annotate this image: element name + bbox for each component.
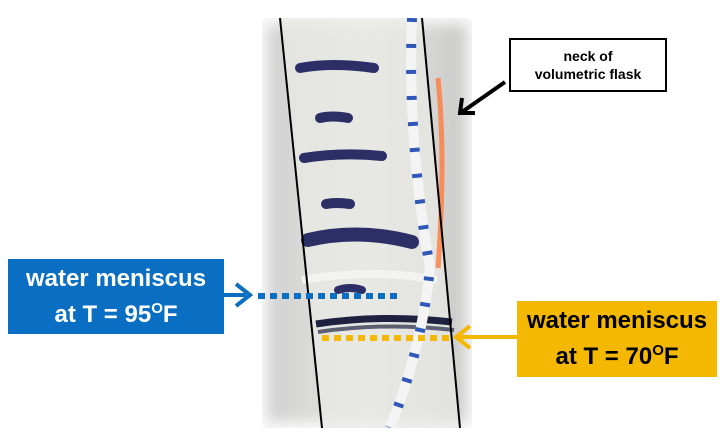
thermometer-wire: [385, 18, 436, 428]
flask-neck-photo: [262, 18, 472, 428]
degree-symbol: O: [652, 342, 664, 359]
unit-text: F: [663, 343, 679, 370]
callout-line-1: neck of: [563, 48, 613, 64]
neck-left-edge: [279, 18, 323, 428]
label-left-line-2: at T = 95OF: [54, 294, 177, 330]
label-left-line-1: water meniscus: [25, 264, 207, 292]
blue-arrowhead: [234, 282, 254, 308]
yellow-arrowhead: [452, 324, 472, 350]
label-right-line-1: water meniscus: [526, 307, 708, 334]
flask-neck-illustration: [279, 18, 461, 428]
graduation-mark: [334, 284, 366, 294]
meniscus-70f-label: water meniscus at T = 70OF: [517, 301, 717, 377]
degree-symbol: O: [151, 299, 163, 317]
orange-reflection: [435, 77, 445, 269]
temp-text: at T = 95: [54, 300, 152, 328]
meniscus-95f-label: water meniscus at T = 95OF: [8, 259, 224, 334]
graduation-mark: [321, 198, 355, 209]
temp-text: at T = 70: [555, 343, 653, 370]
unit-text: F: [162, 300, 178, 328]
meniscus-band-lower: [315, 314, 453, 328]
meniscus-band-upper: [301, 270, 438, 284]
graduation-mark: [295, 60, 379, 73]
label-right-line-2: at T = 70OF: [555, 336, 678, 372]
graduation-mark: [299, 149, 387, 163]
neck-right-edge: [421, 18, 461, 428]
neck-pointer-arrowhead: [457, 97, 475, 115]
meniscus-band-lower-edge: [317, 324, 455, 334]
flask-neck-callout: neck of volumetric flask: [509, 38, 667, 92]
neck-pointer-arrow: [460, 80, 507, 114]
graduation-mark: [301, 227, 419, 249]
graduation-mark: [315, 111, 353, 123]
callout-line-2: volumetric flask: [534, 66, 642, 82]
